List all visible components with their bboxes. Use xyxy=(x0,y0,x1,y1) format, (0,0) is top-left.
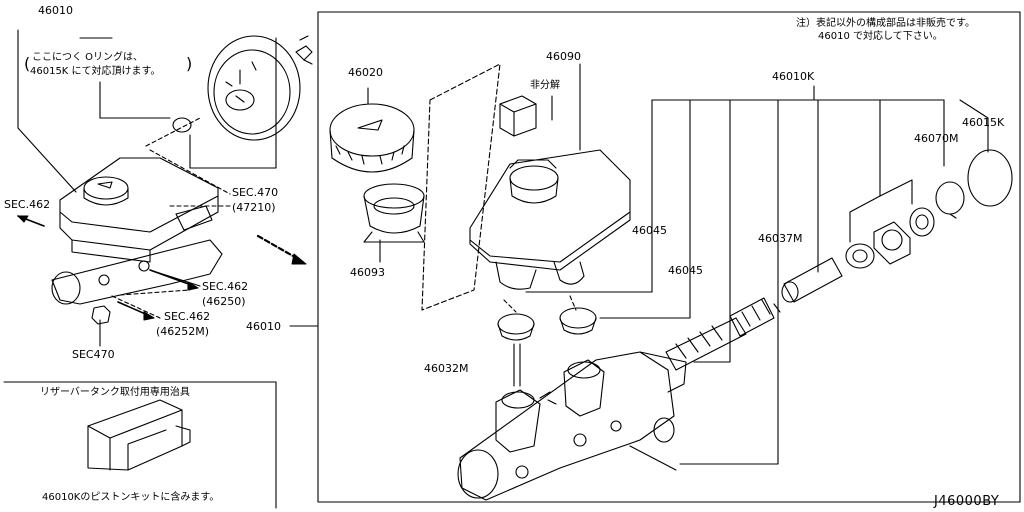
part-label-46037m: 46037M xyxy=(758,232,803,245)
section-label-sec470-bottom: SEC470 xyxy=(72,348,115,361)
retainer-ring xyxy=(909,207,935,237)
reservoir-tool-jig xyxy=(87,399,191,471)
master-cylinder-body xyxy=(457,351,687,501)
section-label-sec462-a-sub: (46250) xyxy=(202,295,246,308)
part-label-46032m: 46032M xyxy=(424,362,469,375)
main-frame xyxy=(317,11,1021,503)
jig-caption: 46010Kのピストンキットに含みます。 xyxy=(42,492,220,503)
section-label-sec470-booster: SEC.470 xyxy=(232,186,279,199)
snap-ring-46070m xyxy=(935,181,965,215)
reservoir-cap-46020 xyxy=(329,87,415,173)
part-label-46010-right: 46010 xyxy=(246,320,281,333)
o-ring-46015k xyxy=(967,149,1013,207)
part-label-46045-a: 46045 xyxy=(632,224,667,237)
grommet-46045-a xyxy=(497,313,535,335)
brake-booster xyxy=(207,35,301,141)
reservoir-cap-left xyxy=(83,176,129,200)
non-disassemble-label: 非分解 xyxy=(530,80,560,91)
part-label-46093: 46093 xyxy=(350,266,385,279)
secondary-cup xyxy=(873,221,911,265)
diagram-code: J46000BY xyxy=(934,494,1000,509)
pin-46032m xyxy=(513,343,521,387)
section-label-sec462-b: SEC.462 xyxy=(164,310,211,323)
part-label-46015k: 46015K xyxy=(962,116,1005,129)
part-label-46010-top: 46010 xyxy=(38,4,73,17)
note-left-bracket-open: ( xyxy=(24,54,31,73)
section-label-sec470-booster-sub: (47210) xyxy=(232,201,276,214)
section-label-sec462-a: SEC.462 xyxy=(202,280,249,293)
o-ring-left xyxy=(172,117,192,133)
grommet-46045-b xyxy=(559,307,597,329)
piston-assembly-46037m xyxy=(665,297,781,371)
jig-frame xyxy=(3,381,277,509)
part-label-46090: 46090 xyxy=(546,50,581,63)
reservoir-tank-46090 xyxy=(469,63,631,290)
strainer-46093 xyxy=(363,183,425,263)
note-left-line1: ここにつく Oリングは、 xyxy=(32,52,144,63)
note-left-line2: 46015K にて対応頂けます。 xyxy=(30,66,161,77)
dashed-assembly-outline xyxy=(421,63,501,311)
part-label-46020: 46020 xyxy=(348,66,383,79)
note-main-line2: 46010 で対応して下さい。 xyxy=(818,31,943,42)
part-label-46070m: 46070M xyxy=(914,132,959,145)
jig-title: リザーバータンク取付用専用治具 xyxy=(40,387,190,398)
part-label-46045-b: 46045 xyxy=(668,264,703,277)
part-label-46010k: 46010K xyxy=(772,70,815,83)
note-left-bracket-close: ) xyxy=(186,54,193,73)
section-label-sec462-b-sub: (46252M) xyxy=(156,325,210,338)
left-master-cylinder-assembly xyxy=(17,29,313,347)
primary-piston xyxy=(781,257,843,303)
non-disassemble-plug xyxy=(499,95,537,137)
note-main-line1: 注）表記以外の構成部品は非販売です。 xyxy=(796,18,975,29)
cup-seal xyxy=(845,243,875,269)
section-label-sec462-left: SEC.462 xyxy=(4,198,51,211)
